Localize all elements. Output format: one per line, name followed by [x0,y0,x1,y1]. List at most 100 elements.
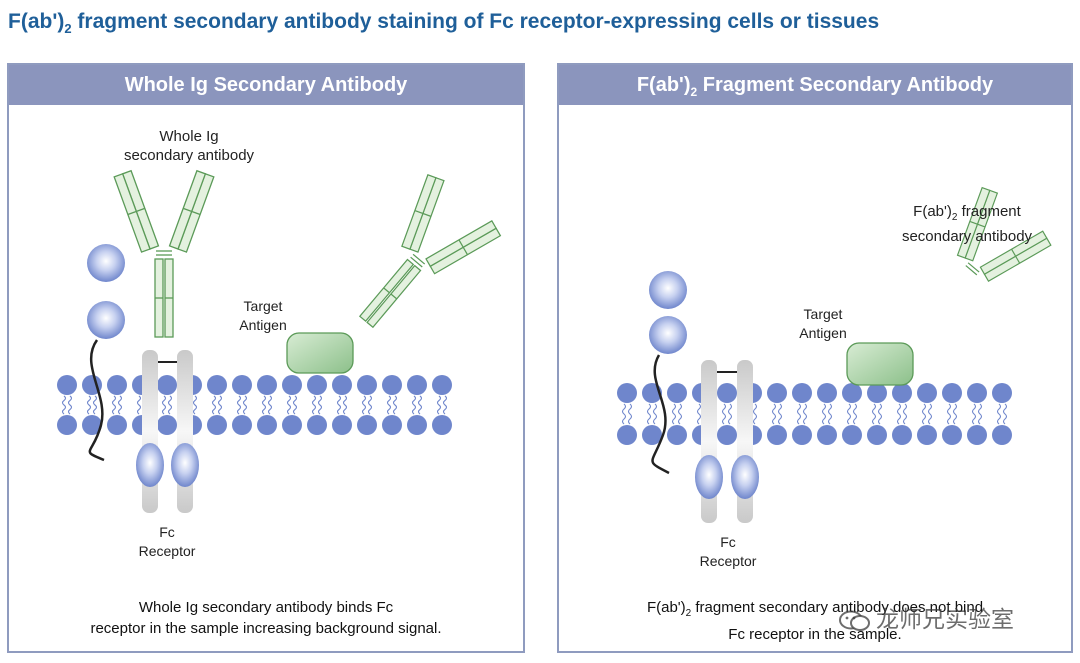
fab-arm [401,174,445,253]
lipid-head [232,415,252,435]
lipid-tail [161,395,167,415]
lipid-head [282,375,302,395]
lipid-tail [877,403,883,425]
lipid-tail [292,395,298,415]
fab-fragment-panel-header: F(ab')2 Fragment Secondary Antibody [559,65,1071,105]
membrane-protein [87,244,125,462]
lipid-head [332,375,352,395]
lipid-tail [821,403,827,425]
receptor-domain [695,455,723,499]
fab-arm [168,169,215,253]
lipid-tail [696,403,702,425]
lipid-head [842,425,862,445]
lipid-head [407,415,427,435]
hinge-bond [410,256,423,268]
lipid-head [917,425,937,445]
hinge-bond [965,265,978,276]
whole-ig-caption: Whole Ig secondary antibody binds Fc rec… [90,599,442,637]
lipid-tail [286,395,292,415]
receptor-domain [136,443,164,487]
lipid-tail [777,403,783,425]
lipid-tail [217,395,223,415]
lipid-head [357,415,377,435]
domain-divider [414,209,432,217]
lipid-tail [92,395,98,415]
lipid-tail [167,395,173,415]
lipid-head [82,415,102,435]
lipid-head [232,375,252,395]
whole-ig-antibody-label: Whole Ig secondary antibody [123,128,255,164]
lipid-head [432,375,452,395]
lipid-tail [267,395,273,415]
lipid-head [892,425,912,445]
lipid-head [617,383,637,403]
whole-ig-panel: Whole Ig Secondary Antibody Whole Ig sec… [7,63,525,653]
lipid-head [207,415,227,435]
lipid-tail [86,395,92,415]
lipid-head [257,375,277,395]
receptor-domain [171,443,199,487]
whole-ig-panel-header: Whole Ig Secondary Antibody [9,65,523,105]
lipid-head [917,383,937,403]
fab-arm [113,169,160,253]
lipid-head [57,375,77,395]
fc-receptor [695,360,759,523]
fab-fragment-panel: F(ab')2 Fragment Secondary Antibody F(ab… [557,63,1073,653]
protein-domain [87,301,125,339]
whole-ig-antibody [358,174,502,329]
lipid-head [967,383,987,403]
lipid-head [107,375,127,395]
lipid-head [792,425,812,445]
lipid-head [817,425,837,445]
fab-antibody-label: F(ab')2 fragment secondary antibody [901,203,1033,245]
lipid-tail [971,403,977,425]
lipid-tail [627,403,633,425]
protein-tail [651,354,670,475]
wechat-icon [839,610,870,631]
lipid-tail [827,403,833,425]
lipid-tail [952,403,958,425]
cell-membrane [617,383,1012,445]
lipid-head [307,415,327,435]
lipid-head [867,383,887,403]
lipid-tail [386,395,392,415]
lipid-head [382,415,402,435]
fab-arm [956,186,999,262]
lipid-head [407,375,427,395]
fab-arm [979,230,1052,283]
lipid-head [992,383,1012,403]
lipid-tail [367,395,373,415]
lipid-head [717,383,737,403]
lipid-tail [336,395,342,415]
protein-domain [87,244,125,282]
lipid-head [57,415,77,435]
lipid-head [382,375,402,395]
fc-receptor [136,350,199,513]
lipid-tail [846,403,852,425]
lipid-head [307,375,327,395]
lipid-head [767,383,787,403]
lipid-tail [752,403,758,425]
figure-title: F(ab')2 fragment secondary antibody stai… [8,10,880,37]
domain-divider [969,220,986,228]
lipid-head [107,415,127,435]
lipid-head [432,415,452,435]
target-antigen-label: Target Antigen [239,298,287,333]
lipid-head [257,415,277,435]
lipid-tail [902,403,908,425]
receptor-rod [142,350,158,513]
lipid-head [767,425,787,445]
lipid-tail [242,395,248,415]
cell-membrane [57,375,452,435]
lipid-head [717,425,737,445]
lipid-tail [677,403,683,425]
lipid-tail [921,403,927,425]
lipid-tail [871,403,877,425]
whole-ig-antibody [113,169,215,338]
lipid-tail [311,395,317,415]
lipid-head [992,425,1012,445]
lipid-tail [361,395,367,415]
lipid-tail [802,403,808,425]
lipid-tail [61,395,67,415]
lipid-tail [192,395,198,415]
